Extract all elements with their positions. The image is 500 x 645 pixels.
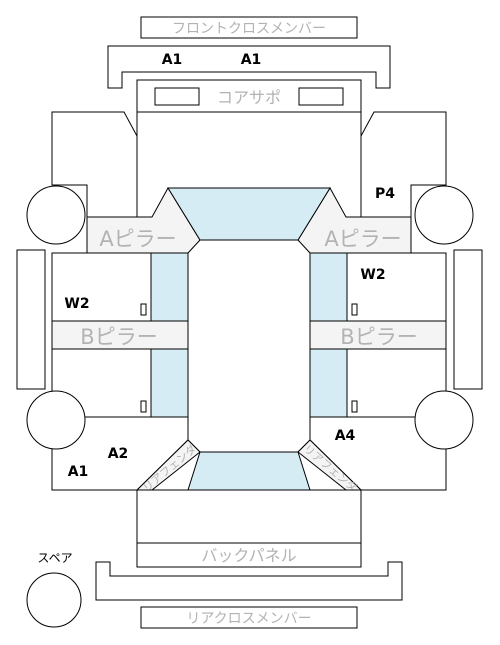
rear-cross-member-label: リアクロスメンバー: [186, 611, 311, 627]
code-quarter-left-upper: A2: [108, 446, 129, 462]
window-rear-right[interactable]: [309, 348, 348, 418]
headlight-right: [298, 87, 344, 106]
front-door-right[interactable]: [346, 252, 447, 322]
back-panel-box[interactable]: [136, 542, 362, 568]
core-support-label: コアサポ: [217, 88, 281, 107]
back-panel-label: バックパネル: [201, 546, 296, 565]
code-quarter-left-lower: A1: [68, 464, 89, 480]
front-cross-member-label: フロントクロスメンバー: [172, 21, 326, 37]
door-handle-rear-right: [351, 400, 358, 413]
code-front-door-left: W2: [64, 296, 89, 312]
window-rear-left[interactable]: [150, 348, 189, 418]
b-pillar-right-label: Bピラー: [340, 325, 417, 349]
window-front-right[interactable]: [309, 252, 348, 322]
rear-fender-left[interactable]: [135, 439, 201, 491]
door-handle-front-right: [351, 303, 358, 316]
code-front-right: A1: [241, 52, 262, 68]
window-front-left[interactable]: [150, 252, 189, 322]
code-front-left: A1: [162, 52, 183, 68]
code-fender-right: P4: [375, 186, 395, 202]
a-pillar-right-label: Aピラー: [324, 227, 401, 251]
wheel-front-right[interactable]: [414, 185, 474, 245]
rear-bumper-bracket[interactable]: [95, 561, 403, 601]
front-door-left[interactable]: [51, 252, 152, 322]
b-pillar-left-label: Bピラー: [80, 325, 157, 349]
spare-tire[interactable]: [26, 572, 82, 628]
rear-fender-right[interactable]: [297, 439, 363, 491]
code-quarter-right: A4: [335, 428, 356, 444]
roof-panel[interactable]: [187, 239, 311, 453]
trunk-lid[interactable]: [136, 489, 362, 544]
spare-label: スペア: [37, 551, 72, 565]
front-cross-member-box[interactable]: [140, 16, 358, 39]
wheel-rear-right[interactable]: [414, 390, 474, 450]
front-bumper-bracket[interactable]: [107, 45, 391, 89]
door-handle-rear-left: [140, 400, 147, 413]
wheel-rear-left[interactable]: [26, 390, 86, 450]
a-pillar-left-label: Aピラー: [99, 227, 176, 251]
b-pillar-right[interactable]: [309, 320, 447, 350]
b-pillar-left[interactable]: [51, 320, 189, 350]
rear-window[interactable]: [187, 451, 311, 491]
wheel-front-left[interactable]: [26, 185, 86, 245]
side-sill-right[interactable]: [453, 249, 483, 390]
rear-cross-member-box[interactable]: [140, 606, 358, 629]
code-front-door-right: W2: [360, 267, 385, 283]
headlight-left: [154, 87, 200, 106]
side-sill-left[interactable]: [16, 249, 46, 390]
door-handle-front-left: [140, 303, 147, 316]
